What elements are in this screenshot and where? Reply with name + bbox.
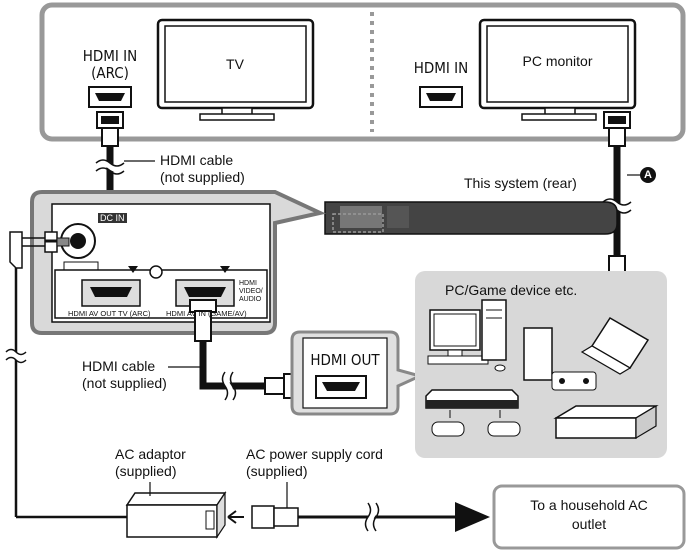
soundbar-icon — [324, 201, 618, 235]
tv-port-label-line1: HDMI IN — [82, 47, 138, 65]
hdmi-cable-bottom-label-line1: HDMI cable — [82, 358, 156, 374]
cable-a-marker — [640, 167, 656, 183]
monitor-port-label: HDMI IN — [413, 59, 469, 77]
tv-hdmi-port-icon — [88, 86, 132, 108]
outlet-box — [492, 484, 686, 550]
adaptor-label-line1: AC adaptor — [115, 446, 186, 462]
game-box-icon — [425, 389, 521, 437]
hdmi-out-callout — [290, 330, 425, 416]
hdmi-cable-bottom — [189, 299, 305, 402]
cord-label-line1: AC power supply cord — [246, 446, 383, 462]
hdmi-badge: HDMI VIDEO/ AUDIO — [239, 280, 263, 303]
pc-monitor-icon — [478, 18, 637, 121]
hdmi-cable-bottom-label-line2: (not supplied) — [82, 375, 167, 391]
ac-cord — [251, 501, 490, 533]
tv-icon — [156, 18, 315, 121]
cord-label-line2: (supplied) — [246, 463, 308, 479]
hdmi-out-label: HDMI OUT — [310, 351, 380, 369]
port-in-label: HDMI AV IN (GAME/AV) — [166, 309, 247, 318]
hdmi-arc-port-icon — [81, 279, 141, 307]
port-arc-label: HDMI AV OUT TV (ARC) — [68, 309, 151, 318]
power-arrow-left — [227, 510, 244, 524]
devices-title: PC/Game device etc. — [445, 282, 578, 298]
outlet-label-line2: outlet — [571, 516, 607, 532]
tv-label: TV — [226, 56, 244, 72]
game-console-icon — [523, 327, 597, 391]
outlet-label-line1: To a household AC — [530, 497, 648, 513]
desktop-pc-icon — [427, 299, 507, 372]
adaptor-cable — [3, 268, 127, 519]
hdmi-cable-top-label-line1: HDMI cable — [160, 152, 234, 168]
monitor-hdmi-port-icon — [419, 86, 463, 108]
blu-ray-player-icon — [553, 404, 659, 440]
dc-in-label: DC IN — [98, 213, 127, 223]
adaptor-label-line2: (supplied) — [115, 463, 177, 479]
system-rear-label: This system (rear) — [464, 175, 577, 191]
monitor-label: PC monitor — [522, 53, 593, 69]
tv-port-label-line2: (ARC) — [91, 64, 129, 82]
hdmi-cable-top-label-line2: (not supplied) — [160, 169, 245, 185]
laptop-icon — [580, 316, 650, 375]
ac-adaptor-icon — [125, 491, 227, 539]
cable-a-marker-label: A — [644, 169, 652, 181]
